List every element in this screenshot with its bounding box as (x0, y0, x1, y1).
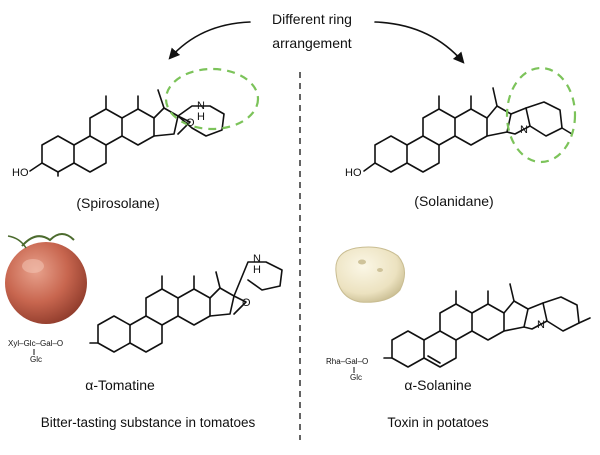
solanine-sugar-branch: Glc (350, 373, 362, 382)
header-line-2: arrangement (272, 35, 351, 51)
solanine-n: N (537, 319, 545, 331)
arrow-right (374, 21, 465, 64)
spirosolane-label: (Spirosolane) (76, 195, 159, 211)
tomatine-structure (89, 261, 283, 353)
tomatine-sugar-branch: Glc (30, 355, 42, 364)
tomato-image (5, 233, 87, 324)
tomatine-o: O (242, 297, 251, 309)
potato-image (335, 246, 405, 303)
left-h: H (197, 111, 205, 123)
tomatine-name: α-Tomatine (85, 377, 155, 393)
left-ho: HO (12, 167, 29, 179)
ring-highlight-left (164, 67, 260, 131)
tomatine-sugar-chain: Xyl–Glc–Gal–O (8, 339, 63, 348)
left-n: N (197, 100, 205, 112)
solanine-structure (383, 283, 591, 368)
tomatine-n: N (253, 253, 261, 265)
right-ho: HO (345, 167, 362, 179)
spirosolane-structure (29, 89, 225, 177)
header-line-1: Different ring (272, 11, 352, 27)
solanine-caption: Toxin in potatoes (387, 415, 489, 430)
solanidane-structure (363, 87, 573, 173)
solanine-name: α-Solanine (404, 377, 471, 393)
solanine-sugar-chain: Rha–Gal–O (326, 357, 368, 366)
ring-highlight-right (505, 66, 577, 164)
tomatine-caption: Bitter-tasting substance in tomatoes (41, 415, 256, 430)
arrow-left (168, 21, 251, 60)
tomatine-h: H (253, 264, 261, 276)
left-o: O (186, 117, 195, 129)
solanidane-label: (Solanidane) (414, 193, 493, 209)
right-n: N (520, 124, 528, 136)
